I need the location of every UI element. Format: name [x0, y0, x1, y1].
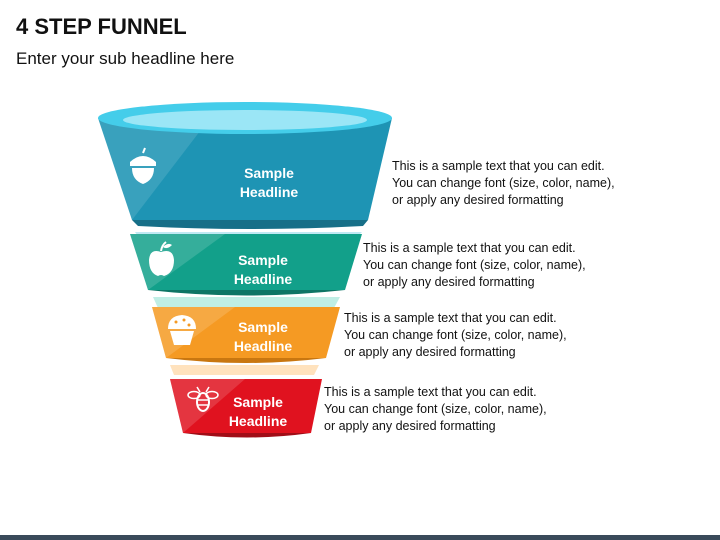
step-2-headline-line2: Headline	[233, 271, 293, 287]
step-3-desc-line1: This is a sample text that you can edit.	[344, 311, 557, 325]
step-3-desc-line3: or apply any desired formatting	[344, 345, 516, 359]
step-1-desc-line3: or apply any desired formatting	[392, 193, 564, 207]
step-4-desc-line2: You can change font (size, color, name),	[324, 402, 547, 416]
funnel-stage-1	[98, 102, 392, 229]
step-3-description: This is a sample text that you can edit.…	[344, 310, 567, 361]
step-3-headline-line1: Sample	[238, 319, 288, 335]
bee-icon	[187, 386, 219, 412]
step-3-headline-line2: Headline	[233, 338, 293, 354]
step-4-desc-line3: or apply any desired formatting	[324, 419, 496, 433]
step-2-description: This is a sample text that you can edit.…	[363, 240, 586, 291]
step-1-headline: Sample Headline	[219, 164, 319, 202]
step-4-headline: Sample Headline	[208, 393, 308, 431]
apple-icon	[149, 241, 174, 276]
step-4-headline-line1: Sample	[233, 394, 283, 410]
cupcake-icon	[168, 315, 196, 345]
step-4-headline-line2: Headline	[228, 413, 288, 429]
step-3-desc-line2: You can change font (size, color, name),	[344, 328, 567, 342]
page-subtitle: Enter your sub headline here	[16, 49, 235, 68]
acorn-icon	[130, 147, 156, 184]
step-2-desc-line1: This is a sample text that you can edit.	[363, 241, 576, 255]
funnel-connector-3	[170, 365, 319, 375]
page-title: 4 STEP FUNNEL	[16, 14, 187, 39]
step-4-description: This is a sample text that you can edit.…	[324, 384, 547, 435]
step-2-headline-line1: Sample	[238, 252, 288, 268]
footer-bar	[0, 535, 720, 540]
step-1-desc-line1: This is a sample text that you can edit.	[392, 159, 605, 173]
step-2-desc-line3: or apply any desired formatting	[363, 275, 535, 289]
funnel-connector-2	[153, 297, 340, 308]
step-2-headline: Sample Headline	[213, 251, 313, 289]
step-4-desc-line1: This is a sample text that you can edit.	[324, 385, 537, 399]
step-3-headline: Sample Headline	[213, 318, 313, 356]
step-1-desc-line2: You can change font (size, color, name),	[392, 176, 615, 190]
step-1-headline-line2: Headline	[239, 184, 299, 200]
step-2-desc-line2: You can change font (size, color, name),	[363, 258, 586, 272]
funnel-stage-2	[130, 234, 362, 296]
step-1-description: This is a sample text that you can edit.…	[392, 158, 615, 209]
step-1-headline-line1: Sample	[244, 165, 294, 181]
